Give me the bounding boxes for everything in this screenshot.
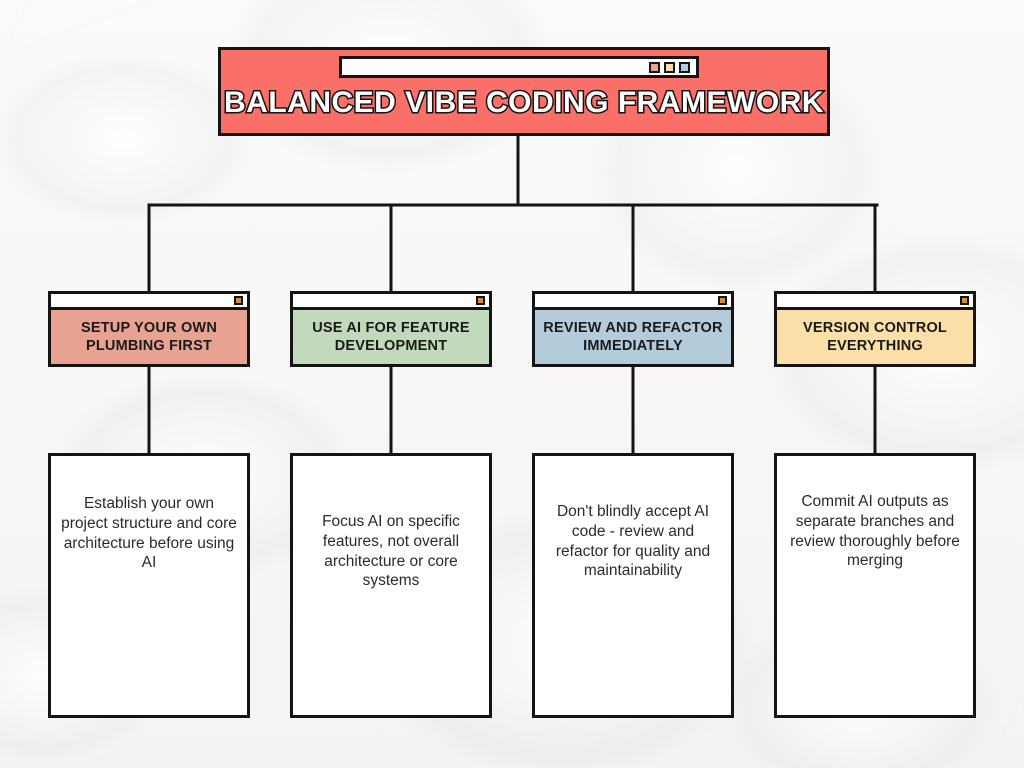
description-box-4: Commit AI outputs as separate branches a… <box>774 453 976 718</box>
control-square-red-icon[interactable] <box>649 61 660 73</box>
page-title: BALANCED VIBE CODING FRAMEWORK <box>223 85 826 121</box>
card-4-titlebar <box>777 294 973 310</box>
control-square-blue-icon[interactable] <box>679 61 690 73</box>
description-text-1: Establish your own project structure and… <box>61 495 237 572</box>
description-box-3: Don't blindly accept AI code - review an… <box>532 453 734 718</box>
card-2-window-dot-icon[interactable] <box>476 296 485 305</box>
card-1-window-dot-icon[interactable] <box>234 296 243 305</box>
card-3-titlebar <box>535 294 731 310</box>
card-1-title: SETUP YOUR OWN PLUMBING FIRST <box>51 310 247 364</box>
card-4-window-dot-icon[interactable] <box>960 296 969 305</box>
framework-banner: BALANCED VIBE CODING FRAMEWORK <box>218 47 830 136</box>
card-2-titlebar <box>293 294 489 310</box>
card-4-title: VERSION CONTROL EVERYTHING <box>777 310 973 364</box>
card-4[interactable]: VERSION CONTROL EVERYTHING <box>774 291 976 367</box>
description-text-4: Commit AI outputs as separate branches a… <box>790 493 960 570</box>
description-box-1: Establish your own project structure and… <box>48 453 250 718</box>
banner-window-titlebar <box>339 56 699 78</box>
description-box-2: Focus AI on specific features, not overa… <box>290 453 492 718</box>
control-square-yellow-icon[interactable] <box>664 61 675 73</box>
card-1[interactable]: SETUP YOUR OWN PLUMBING FIRST <box>48 291 250 367</box>
card-2[interactable]: USE AI FOR FEATURE DEVELOPMENT <box>290 291 492 367</box>
description-text-2: Focus AI on specific features, not overa… <box>322 513 460 590</box>
card-3[interactable]: REVIEW AND REFACTOR IMMEDIATELY <box>532 291 734 367</box>
card-3-window-dot-icon[interactable] <box>718 296 727 305</box>
card-1-titlebar <box>51 294 247 310</box>
card-3-title: REVIEW AND REFACTOR IMMEDIATELY <box>535 310 731 364</box>
card-2-title: USE AI FOR FEATURE DEVELOPMENT <box>293 310 489 364</box>
description-text-3: Don't blindly accept AI code - review an… <box>555 503 711 580</box>
